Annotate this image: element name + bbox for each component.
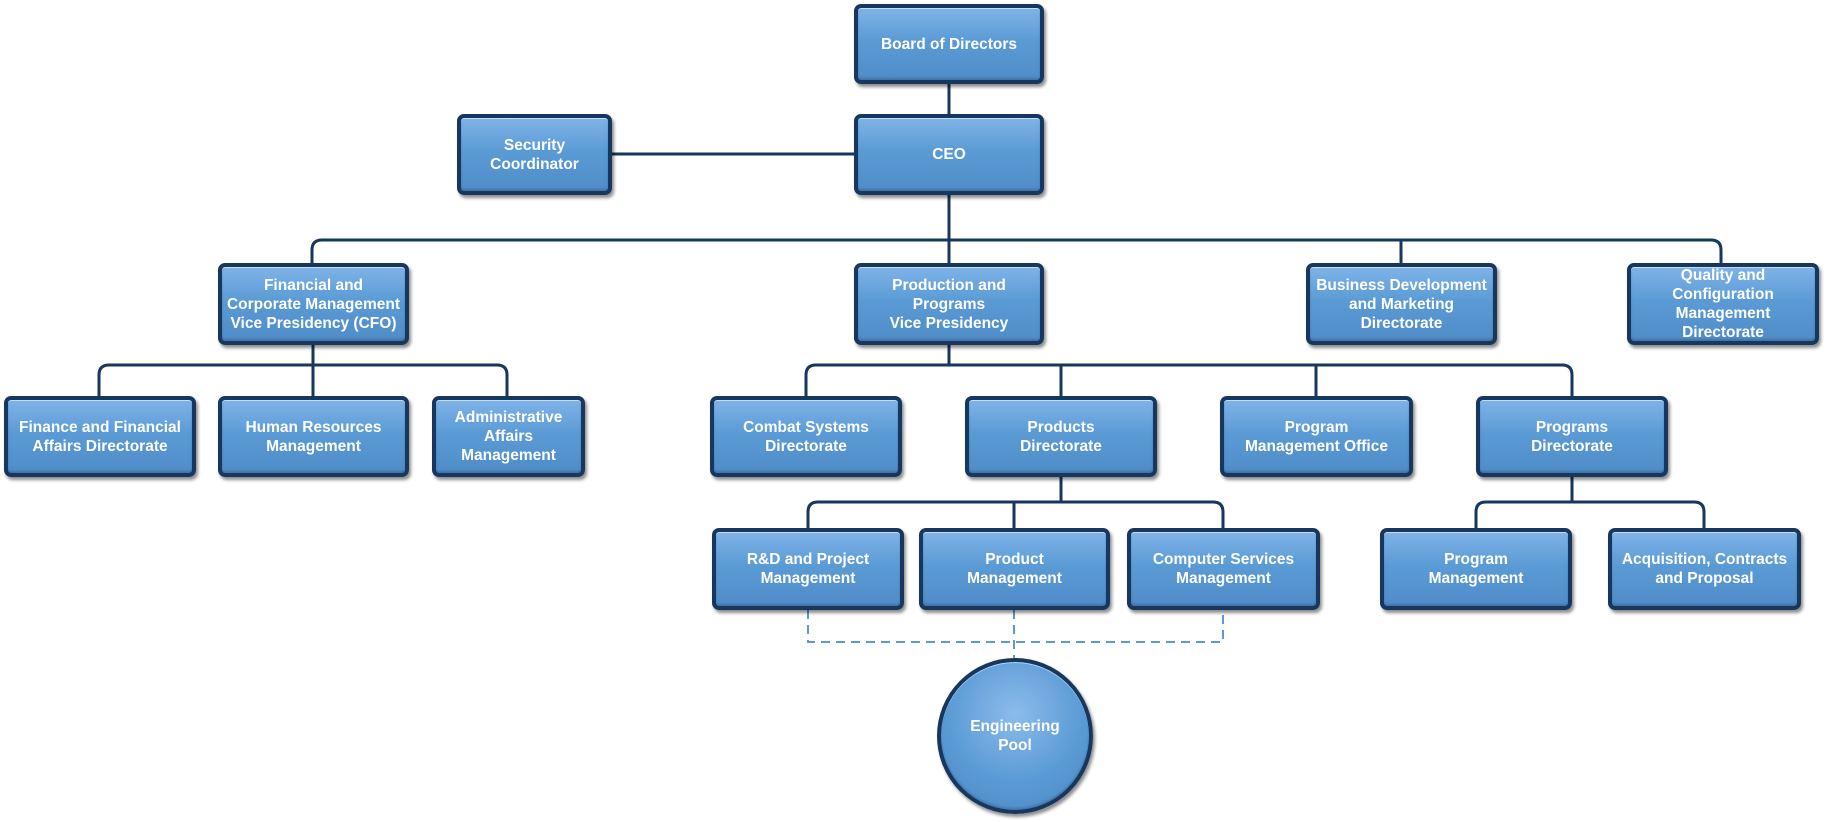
human-resources-box: Human Resources Management	[218, 396, 409, 477]
connector-programs-children	[1474, 477, 1706, 528]
connector-cfo-children	[97, 345, 509, 396]
engineering-pool-circle: Engineering Pool	[937, 658, 1093, 814]
rnd-project-management-box: R&D and Project Management	[712, 528, 904, 610]
cfo-box: Financial and Corporate Management Vice …	[218, 263, 409, 345]
business-development-box: Business Development and Marketing Direc…	[1306, 263, 1497, 345]
program-management-box: Program Management	[1380, 528, 1572, 610]
connector-production-children	[804, 345, 1574, 396]
acquisition-contracts-box: Acquisition, Contracts and Proposal	[1608, 528, 1801, 610]
quality-configuration-box: Quality and Configuration Management Dir…	[1627, 263, 1819, 345]
security-coordinator-box: Security Coordinator	[457, 114, 612, 195]
dashed-connector-engineering-pool	[807, 610, 1224, 658]
program-management-office-box: Program Management Office	[1220, 396, 1413, 477]
programs-directorate-box: Programs Directorate	[1476, 396, 1668, 477]
connector-ceo-level1	[310, 195, 1723, 263]
finance-directorate-box: Finance and Financial Affairs Directorat…	[4, 396, 196, 477]
combat-systems-box: Combat Systems Directorate	[710, 396, 902, 477]
production-vp-box: Production and Programs Vice Presidency	[854, 263, 1044, 345]
products-directorate-box: Products Directorate	[965, 396, 1157, 477]
ceo-box: CEO	[854, 114, 1044, 195]
connector-products-children	[806, 477, 1225, 528]
administrative-affairs-box: Administrative Affairs Management	[432, 396, 585, 477]
product-management-box: Product Management	[919, 528, 1110, 610]
computer-services-box: Computer Services Management	[1127, 528, 1320, 610]
board-of-directors-box: Board of Directors	[854, 4, 1044, 84]
